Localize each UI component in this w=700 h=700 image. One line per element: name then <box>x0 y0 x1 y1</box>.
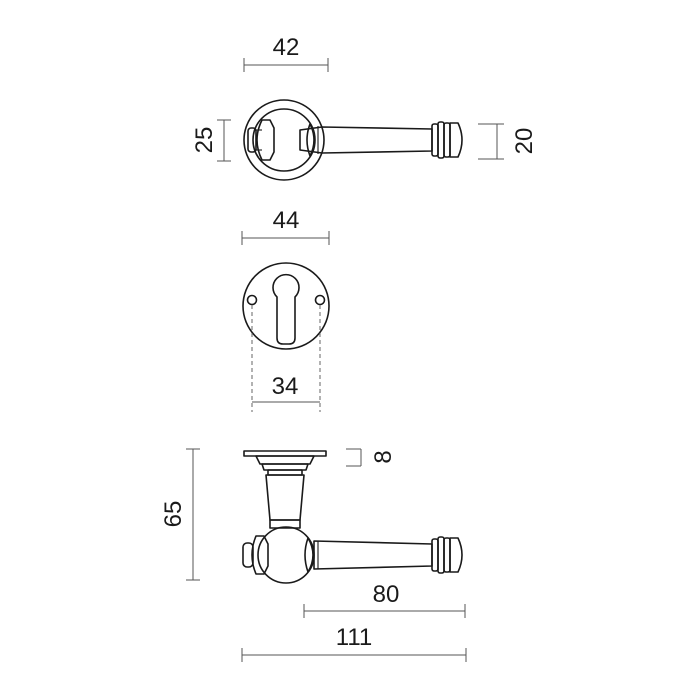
side-lever-ring-2 <box>437 536 445 574</box>
dim-label-25: 25 <box>191 127 218 154</box>
side-left-cap <box>242 542 254 568</box>
dim-hole-spacing: 34 <box>252 373 320 403</box>
top-view: 42 25 20 <box>191 34 538 181</box>
side-view: 8 65 80 111 <box>160 448 467 662</box>
side-neck <box>265 474 305 521</box>
escutcheon-view: 44 34 <box>241 207 330 412</box>
escutcheon-plate <box>242 262 330 350</box>
dim-label-44: 44 <box>273 207 300 234</box>
rose-outer <box>243 99 325 181</box>
lever-ring-2 <box>437 121 445 159</box>
dim-lever-length: 80 <box>303 581 466 618</box>
dim-top-rose-height: 25 <box>191 119 231 162</box>
dim-label-111: 111 <box>336 624 372 651</box>
rose-left-boss <box>256 119 275 161</box>
cylinder-cutout <box>272 273 300 345</box>
dim-escutcheon-width: 44 <box>241 207 330 245</box>
dim-label-65: 65 <box>160 501 187 528</box>
side-lever-tip <box>449 537 463 573</box>
side-lever-knuckle <box>304 537 314 573</box>
dim-rose-thickness: 8 <box>346 448 397 467</box>
rose-inner <box>252 108 316 172</box>
side-rose-step <box>255 455 315 465</box>
dim-label-34: 34 <box>272 373 299 400</box>
screw-hole-left <box>246 294 258 306</box>
dim-lever-height: 20 <box>478 123 538 160</box>
dim-label-80: 80 <box>373 581 400 608</box>
lever-top-knuckle <box>306 123 315 157</box>
dim-top-rose-width: 42 <box>243 34 329 72</box>
lever-ring-1 <box>431 123 439 157</box>
dim-label-20: 20 <box>511 128 538 155</box>
side-left-boss <box>251 535 269 575</box>
side-lever-body <box>313 540 433 570</box>
side-lever-ring-1 <box>431 538 439 572</box>
side-rose-collar <box>261 463 309 471</box>
dim-label-8: 8 <box>370 450 397 463</box>
lever-top-body <box>299 126 433 154</box>
side-lever-ring-3 <box>443 537 451 573</box>
screw-hole-right <box>314 294 326 306</box>
dim-total-height: 65 <box>160 448 200 581</box>
lever-ring-3 <box>443 122 451 158</box>
dim-label-42: 42 <box>273 34 300 61</box>
lever-top-tip <box>449 122 463 158</box>
dim-total-length: 111 <box>241 624 467 662</box>
side-neck-ring <box>269 519 301 529</box>
rose-left-cap <box>247 127 257 153</box>
